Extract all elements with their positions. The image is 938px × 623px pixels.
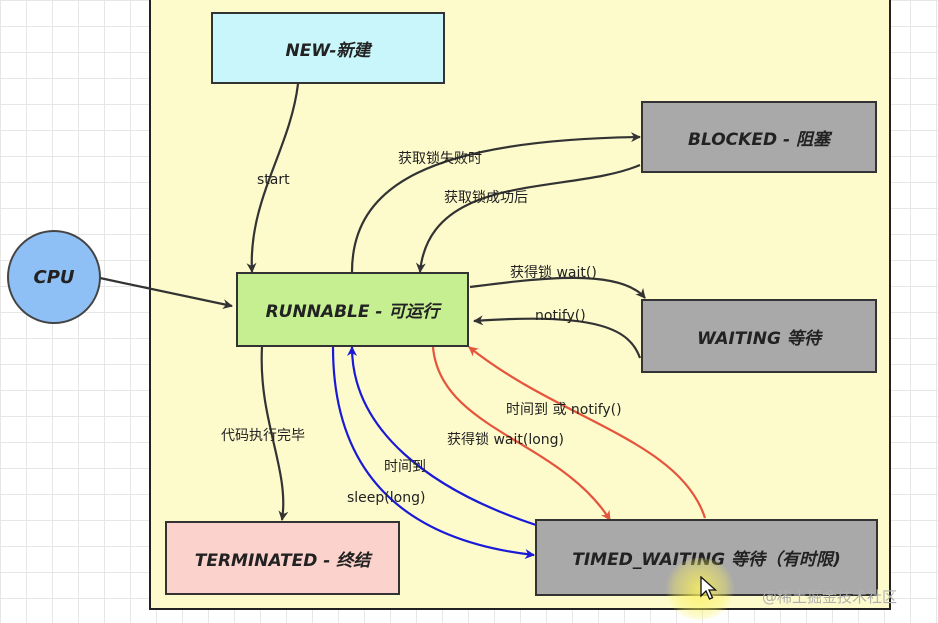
arrow-blocked-to-runnable: [415, 163, 641, 273]
label-wait-long: 获得锁 wait(long): [447, 432, 564, 448]
arrow-cpu-to-runnable: [99, 276, 233, 310]
state-new: NEW-新建: [211, 12, 445, 84]
label-notify: notify(): [535, 308, 586, 324]
label-start: start: [257, 172, 290, 188]
mouse-pointer-icon: [700, 576, 718, 600]
cpu-node: CPU: [7, 230, 101, 324]
state-terminated: TERMINATED - 终结: [165, 521, 400, 595]
arrow-runnable-to-timed-waiting: [431, 346, 611, 521]
arrow-runnable-to-terminated: [260, 346, 289, 521]
arrow-runnable-to-waiting: [469, 276, 646, 299]
arrow-timed-waiting-to-runnable: [468, 346, 707, 519]
arrow-runnable-to-blocked: [350, 132, 641, 273]
arrow-new-to-runnable: [246, 83, 300, 273]
label-done: 代码执行完毕: [221, 428, 305, 444]
arrow-timed-waiting-time-up-to-runnable: [347, 346, 537, 527]
arrow-waiting-to-runnable: [473, 315, 642, 359]
label-time-up: 时间到: [384, 459, 426, 475]
arrow-runnable-sleep-to-timed-waiting: [331, 346, 535, 559]
label-sleep: sleep(long): [347, 490, 426, 506]
state-runnable: RUNNABLE - 可运行: [236, 272, 469, 347]
watermark: @稀土掘金技术社区: [762, 588, 898, 606]
label-wait: 获得锁 wait(): [510, 265, 597, 281]
label-timeout-or-notify: 时间到 或 notify(): [506, 402, 622, 418]
cursor-highlight: [665, 558, 735, 620]
label-lock-fail: 获取锁失败时: [398, 151, 482, 167]
label-lock-success: 获取锁成功后: [444, 190, 528, 206]
state-waiting: WAITING 等待: [641, 299, 877, 373]
state-blocked: BLOCKED - 阻塞: [641, 101, 877, 173]
